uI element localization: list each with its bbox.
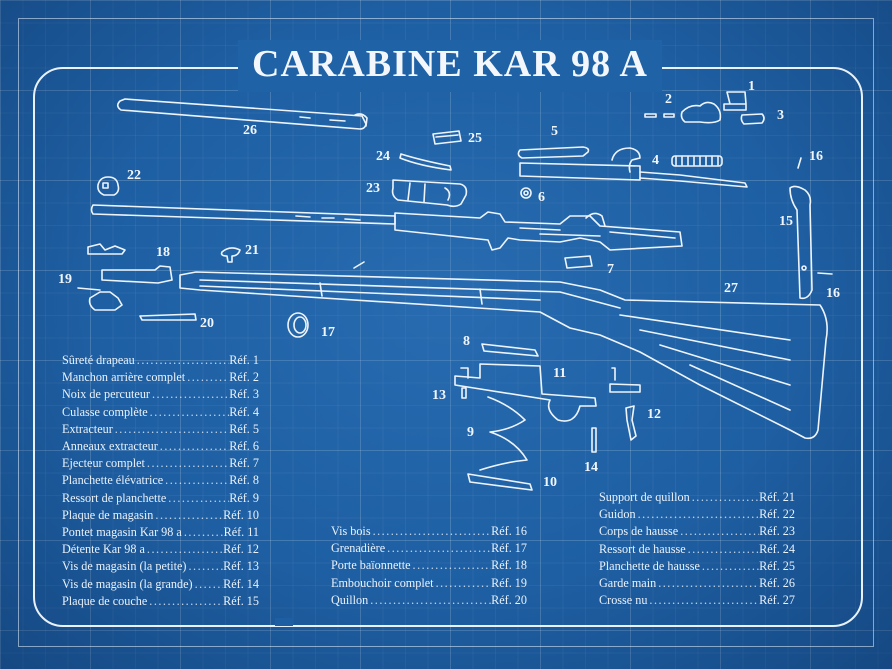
part-1-2-3-drawings [644,91,765,125]
legend-row: Noix de percuteurRéf. 3 [62,386,259,403]
part-6-drawing [520,187,532,199]
callout-20: 20 [200,316,214,331]
part-25-drawing [432,130,462,145]
legend-row: Plaque de magasinRéf. 10 [62,507,259,524]
callout-10: 10 [543,475,557,490]
part-23-drawing [391,179,468,208]
part-11-drawing [454,363,597,422]
legend-row: QuillonRéf. 20 [331,592,527,609]
callout-13: 13 [432,388,446,403]
callout-6: 6 [538,190,545,205]
part-17-drawing [287,312,309,338]
part-4-drawing [519,147,748,188]
legend-row: Pontet magasin Kar 98 aRéf. 11 [62,524,259,541]
legend-row: Corps de hausseRéf. 23 [599,523,795,540]
callout-5: 5 [551,124,558,139]
callout-7: 7 [607,262,614,277]
part-10-drawing [467,473,533,491]
title-backdrop [238,40,662,92]
border-gap [275,618,293,626]
legend-row: Vis boisRéf. 16 [331,523,527,540]
legend-column-2: Vis boisRéf. 16 GrenadièreRéf. 17 Porte … [331,523,527,609]
legend-row: Crosse nuRéf. 27 [599,592,795,609]
callout-16a: 16 [809,149,823,164]
part-8-drawing [481,343,539,357]
callout-2: 2 [665,92,672,107]
callout-21: 21 [245,243,259,258]
legend-column-1: Sûreté drapeauRéf. 1 Manchon arrière com… [62,352,259,610]
callout-4: 4 [652,153,659,168]
barrel-assembly-drawing [90,204,683,251]
callout-9: 9 [467,425,474,440]
legend-row: Ressort de hausseRéf. 24 [599,541,795,558]
legend-row: Ressort de planchetteRéf. 9 [62,490,259,507]
callout-12: 12 [647,407,661,422]
part-9-drawing [479,396,528,471]
part-16-screws-drawing [797,157,833,275]
part-21-drawing [220,247,241,263]
callout-24: 24 [376,149,390,164]
part-18-19-20-drawings [77,243,197,321]
part-22-drawing [97,176,120,196]
callout-16b: 16 [826,286,840,301]
legend-row: Embouchoir completRéf. 19 [331,575,527,592]
part-15-drawing [789,185,813,300]
part-12-13-14-drawings [461,367,641,453]
callout-18: 18 [156,245,170,260]
legend-row: Porte baïonnetteRéf. 18 [331,557,527,574]
legend-row: Planchette élévatriceRéf. 8 [62,472,259,489]
callout-8: 8 [463,334,470,349]
callout-27: 27 [724,281,738,296]
callout-25: 25 [468,131,482,146]
callout-3: 3 [777,108,784,123]
legend-row: GrenadièreRéf. 17 [331,540,527,557]
callout-11: 11 [553,366,567,381]
callout-17: 17 [321,325,335,340]
outer-border [18,18,874,647]
legend-row: Sûreté drapeauRéf. 1 [62,352,259,369]
legend-row: Anneaux extracteurRéf. 6 [62,438,259,455]
legend-row: ExtracteurRéf. 5 [62,421,259,438]
part-24-drawing [399,153,452,171]
legend-row: Manchon arrière completRéf. 2 [62,369,259,386]
legend-row: Détente Kar 98 aRéf. 12 [62,541,259,558]
legend-column-3: Support de quillonRéf. 21 GuidonRéf. 22 … [599,489,795,609]
legend-row: Garde mainRéf. 26 [599,575,795,592]
legend-row: Support de quillonRéf. 21 [599,489,795,506]
part-27-stock-drawing [179,261,828,440]
legend-row: Vis de magasin (la grande)Réf. 14 [62,576,259,593]
legend-row: Culasse complèteRéf. 4 [62,404,259,421]
part-7-drawing [564,255,593,269]
legend-row: Planchette de hausseRéf. 25 [599,558,795,575]
callout-22: 22 [127,168,141,183]
part-26-handguard-drawing [116,98,368,130]
part-5-drawing [517,146,590,159]
callout-15: 15 [779,214,793,229]
legend-row: Ejecteur completRéf. 7 [62,455,259,472]
legend-row: GuidonRéf. 22 [599,506,795,523]
callout-19: 19 [58,272,72,287]
legend-row: Vis de magasin (la petite)Réf. 13 [62,558,259,575]
callout-23: 23 [366,181,380,196]
callout-26: 26 [243,123,257,138]
callout-1: 1 [748,79,755,94]
legend-row: Plaque de coucheRéf. 15 [62,593,259,610]
callout-14: 14 [584,460,598,475]
page-title: CARABINE KAR 98 A [252,43,648,85]
